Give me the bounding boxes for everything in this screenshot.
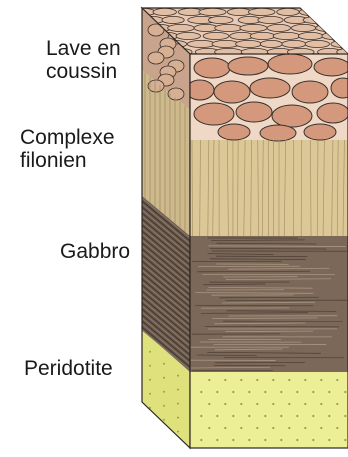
front-face	[186, 54, 348, 448]
front-peridotite	[190, 372, 348, 448]
side-face	[142, 8, 190, 457]
